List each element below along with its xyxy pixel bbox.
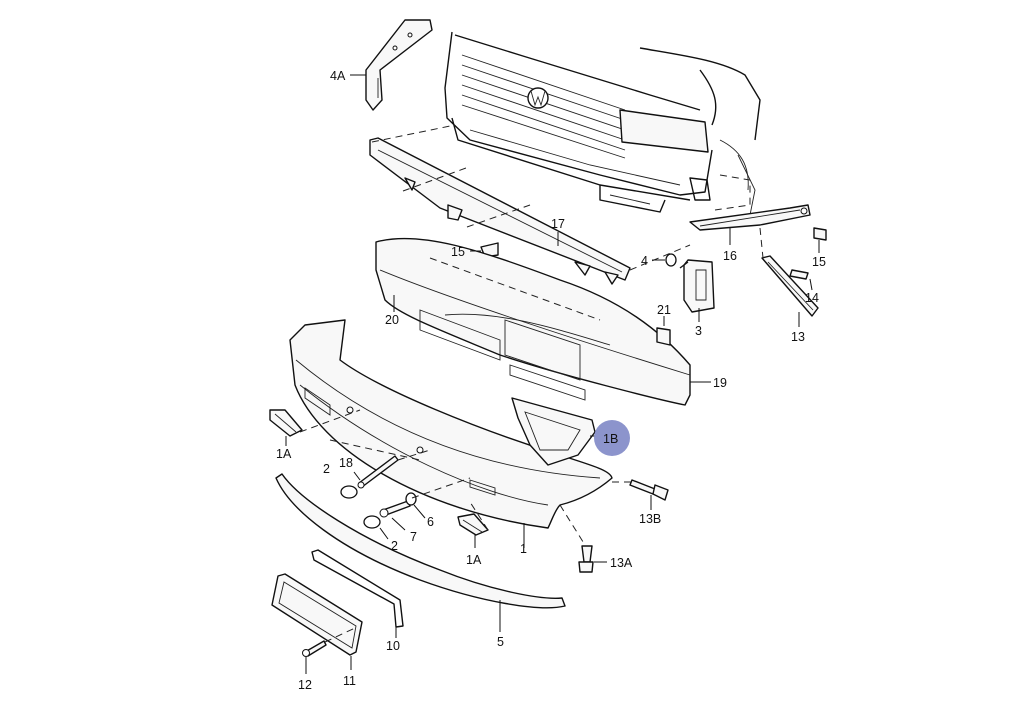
side-bracket-13 — [761, 255, 819, 317]
callout-12: 12 — [298, 678, 312, 692]
callout-7: 7 — [410, 530, 417, 544]
callout-labels: 4A 17 15 4 16 15 14 20 21 3 13 19 1B 1A … — [276, 69, 826, 692]
callout-10: 10 — [386, 639, 400, 653]
side-strip-16 — [689, 204, 811, 231]
leader-lines — [285, 74, 820, 674]
bolt-13B — [629, 479, 669, 501]
callout-1: 1 — [520, 542, 527, 556]
bracket-4A — [365, 19, 433, 111]
washer-4 — [665, 253, 677, 267]
bracket-1B — [511, 397, 596, 466]
callout-11: 11 — [343, 674, 356, 688]
callout-13B: 13B — [639, 512, 661, 526]
callout-15-right: 15 — [812, 255, 826, 269]
bracket-21 — [656, 327, 671, 346]
cap-2-upper — [340, 485, 358, 499]
callout-21: 21 — [657, 303, 671, 317]
callout-1A-left: 1A — [276, 447, 292, 461]
screw-14 — [789, 269, 809, 280]
callout-17: 17 — [551, 217, 565, 231]
grille-insert-1A-left — [269, 409, 303, 437]
plate-holder-10 — [311, 549, 404, 628]
callout-6: 6 — [427, 515, 434, 529]
licence-plate-11 — [271, 573, 363, 656]
callout-4: 4 — [641, 254, 648, 268]
callout-16: 16 — [723, 249, 737, 263]
trim-strip-5 — [275, 473, 566, 609]
callout-2-upper: 2 — [323, 462, 330, 476]
bolt-13A — [578, 545, 594, 573]
callout-1A-right: 1A — [466, 553, 482, 567]
screw-12 — [302, 640, 327, 657]
callout-3: 3 — [695, 324, 702, 338]
crossmember-17 — [369, 137, 631, 285]
callout-18: 18 — [339, 456, 353, 470]
mount-bracket-3 — [679, 259, 715, 313]
bumper-carrier-20 — [375, 237, 691, 406]
front-bumper-19 — [289, 319, 613, 529]
callout-19: 19 — [713, 376, 727, 390]
cap-2-lower — [363, 515, 381, 529]
grille-insert-1A-right — [457, 513, 489, 536]
bolt-7 — [379, 500, 411, 518]
callout-2-lower: 2 — [391, 539, 398, 553]
callout-1B: 1B — [603, 432, 618, 446]
highlight-circle-1B — [594, 420, 630, 456]
callout-20: 20 — [385, 313, 399, 327]
washer-6 — [405, 492, 417, 506]
callout-4A: 4A — [330, 69, 346, 83]
vehicle-front-body — [444, 31, 761, 216]
callout-5: 5 — [497, 635, 504, 649]
callout-15-left: 15 — [451, 245, 465, 259]
callout-13A: 13A — [610, 556, 633, 570]
callout-13: 13 — [791, 330, 805, 344]
alignment-lines — [299, 124, 764, 643]
callout-14: 14 — [805, 291, 819, 305]
clip-15-right — [813, 227, 827, 241]
